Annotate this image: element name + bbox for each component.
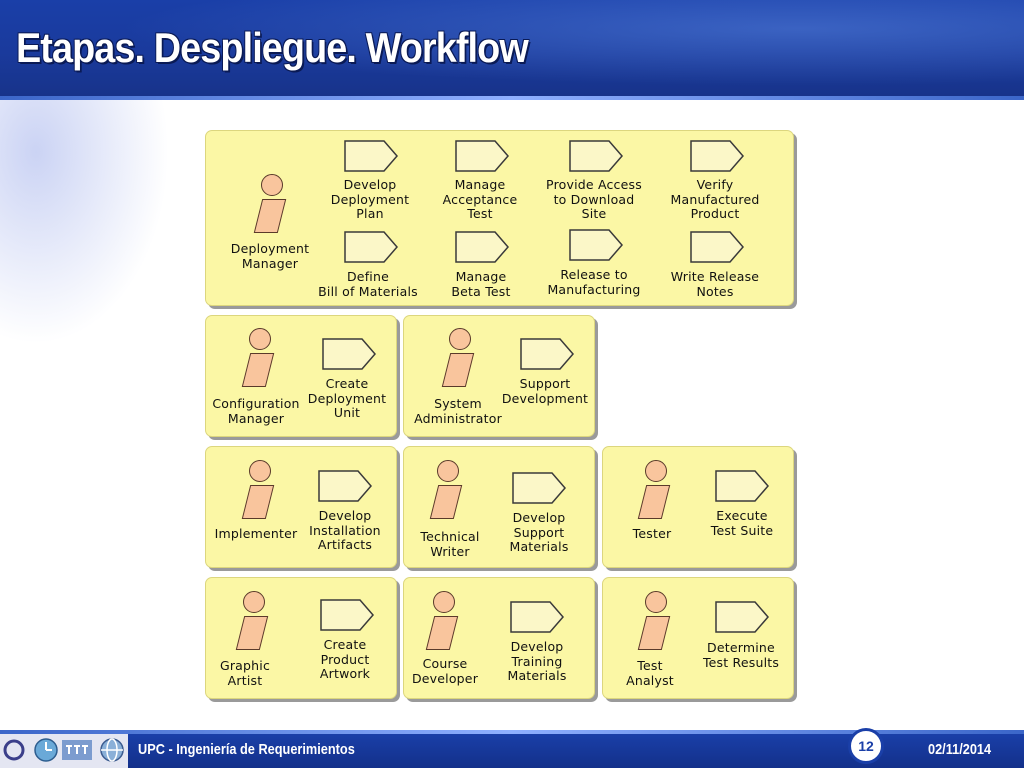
role-name: Technical Writer (420, 529, 480, 559)
activity-label: Provide Access to Download Site (546, 177, 642, 221)
role-panel-graphic-artist (205, 577, 397, 699)
execute-test-suite-artifact-icon (715, 470, 769, 502)
verify-manufactured-product-artifact-icon (690, 140, 744, 172)
slide-header (0, 0, 1024, 96)
role-name: Deployment Manager (230, 241, 310, 271)
role-panel-test-analyst (602, 577, 794, 699)
footer-icons-graphic (0, 734, 128, 768)
slide-date: 02/11/2014 (928, 741, 992, 758)
technical-writer-actor-icon (424, 460, 470, 520)
footer-divider (0, 730, 1024, 734)
system-administrator-actor-icon (436, 328, 482, 388)
release-to-manufacturing-artifact-icon (569, 229, 623, 261)
implementer-actor-icon (236, 460, 282, 520)
role-name: Course Developer (411, 656, 479, 686)
activity-label: Manage Acceptance Test (442, 177, 518, 221)
activity-label: Write Release Notes (670, 269, 760, 299)
activity-label: Develop Support Materials (509, 510, 569, 554)
deployment-manager-actor-icon (248, 174, 294, 234)
course-developer-actor-icon (420, 591, 466, 651)
role-panel-tester (602, 446, 794, 568)
manage-acceptance-test-artifact-icon (455, 140, 509, 172)
activity-label: Verify Manufactured Product (670, 177, 760, 221)
provide-access-artifact-icon (569, 140, 623, 172)
activity-label: Execute Test Suite (710, 508, 774, 538)
develop-deployment-plan-artifact-icon (344, 140, 398, 172)
define-bill-of-materials-artifact-icon (344, 231, 398, 263)
write-release-notes-artifact-icon (690, 231, 744, 263)
activity-label: Create Deployment Unit (307, 376, 387, 420)
activity-label: Determine Test Results (702, 640, 780, 670)
header-divider (0, 96, 1024, 100)
tester-actor-icon (632, 460, 678, 520)
activity-label: Develop Training Materials (507, 639, 567, 683)
page-number: 12 (848, 728, 884, 764)
at-sign-icon (3, 739, 25, 761)
role-panel-configuration-manager (205, 315, 397, 437)
role-name: System Administrator (414, 396, 502, 426)
determine-test-results-artifact-icon (715, 601, 769, 633)
role-name: Implementer (214, 526, 298, 541)
create-deployment-unit-artifact-icon (322, 338, 376, 370)
role-name: Test Analyst (626, 658, 674, 688)
activity-label: Develop Installation Artifacts (309, 508, 381, 552)
configuration-manager-actor-icon (236, 328, 282, 388)
role-name: Graphic Artist (219, 658, 271, 688)
role-name: Configuration Manager (212, 396, 300, 426)
manage-beta-test-artifact-icon (455, 231, 509, 263)
create-product-artwork-artifact-icon (320, 599, 374, 631)
activity-label: Develop Deployment Plan (330, 177, 410, 221)
activity-label: Support Development (501, 376, 589, 406)
test-analyst-actor-icon (632, 591, 678, 651)
footer-logo-strip (0, 734, 128, 768)
activity-label: Create Product Artwork (319, 637, 371, 681)
page-title: Etapas. Despliegue. Workflow (16, 24, 529, 71)
support-development-artifact-icon (520, 338, 574, 370)
activity-label: Manage Beta Test (451, 269, 511, 299)
develop-support-materials-artifact-icon (512, 472, 566, 504)
role-panel-implementer (205, 446, 397, 568)
role-name: Tester (632, 526, 672, 541)
decorative-glow (0, 100, 180, 360)
develop-training-materials-artifact-icon (510, 601, 564, 633)
graphic-artist-actor-icon (230, 591, 276, 651)
activity-label: Release to Manufacturing (547, 267, 641, 297)
activity-label: Define Bill of Materials (318, 269, 418, 299)
develop-installation-artifacts-artifact-icon (318, 470, 372, 502)
role-panel-system-administrator (403, 315, 595, 437)
footer-course-name: UPC - Ingeniería de Requerimientos (138, 741, 355, 758)
